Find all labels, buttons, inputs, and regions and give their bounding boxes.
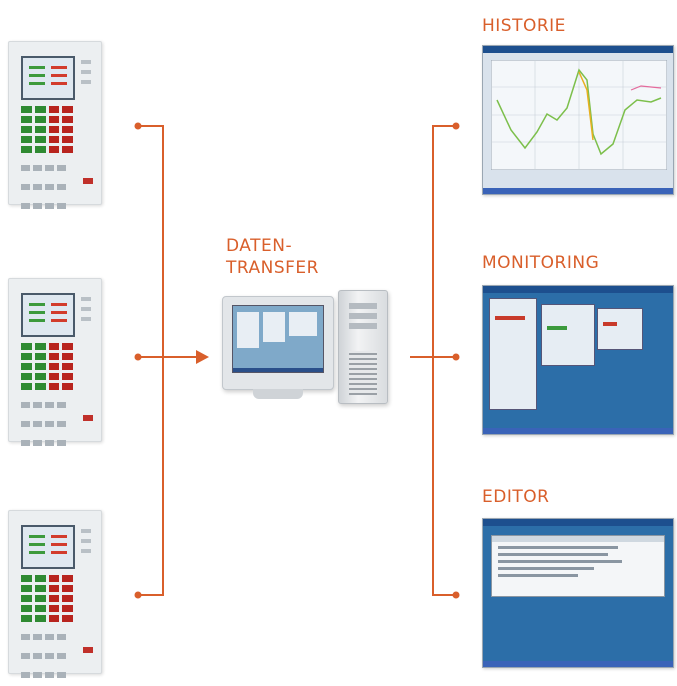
data-transfer-label: DATEN- TRANSFER	[226, 235, 319, 279]
monitoring-label: MONITORING	[482, 253, 600, 273]
connector-diagram	[134, 122, 460, 599]
device-screen	[21, 56, 75, 100]
controller-device-3	[8, 510, 102, 678]
editor-label: EDITOR	[482, 487, 550, 507]
dot-left-bottom	[134, 591, 142, 599]
history-chart	[491, 60, 667, 170]
data-transfer-label-line1: DATEN-	[226, 236, 293, 256]
history-screenshot	[482, 45, 674, 195]
right-connector	[432, 125, 456, 596]
monitoring-screenshot	[482, 285, 674, 435]
device-screen	[21, 525, 75, 569]
dot-left-mid	[134, 353, 142, 361]
dot-right-mid	[452, 353, 460, 361]
device-screen	[21, 293, 75, 337]
arrow-head	[196, 350, 209, 364]
editor-screenshot	[482, 518, 674, 668]
dot-left-top	[134, 122, 142, 130]
controller-device-1	[8, 41, 102, 209]
dot-right-bottom	[452, 591, 460, 599]
controller-device-2	[8, 278, 102, 446]
computer-monitor	[222, 296, 334, 399]
data-transfer-label-line2: TRANSFER	[226, 258, 319, 278]
history-label: HISTORIE	[482, 16, 566, 36]
computer-tower	[338, 290, 388, 404]
left-connector	[138, 125, 164, 596]
monitor-screen	[232, 305, 324, 373]
dot-right-top	[452, 122, 460, 130]
